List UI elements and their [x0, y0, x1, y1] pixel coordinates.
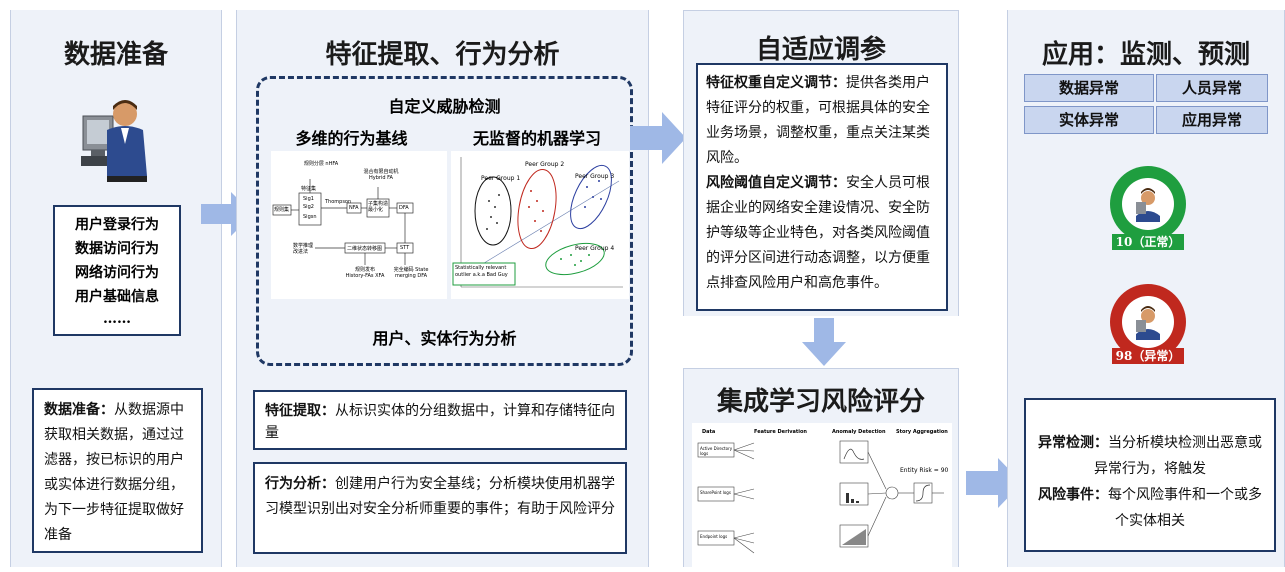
- scatter-group-label: Peer Group 4: [575, 245, 615, 252]
- flow-node-label: 完全编码 State merging DFA: [393, 267, 429, 279]
- detect-bold: 异常检测：: [1038, 435, 1108, 451]
- pipeline-col-header: Feature Derivation: [754, 429, 807, 435]
- flow-node-label: Thompson: [325, 199, 352, 205]
- flow-node-label: 子集构造 最小化: [368, 201, 389, 213]
- data-prep-desc-bold: 数据准备：: [44, 402, 114, 418]
- panel-title-ensemble: 集成学习风险评分: [716, 387, 925, 417]
- panel-ensemble-scoring: 集成学习风险评分 Data: [683, 368, 959, 568]
- panel-title-feature: 特征提取、行为分析: [325, 40, 560, 70]
- flow-node-label: 数学推理 改进法: [293, 243, 314, 255]
- data-prep-desc-box: 数据准备：从数据源中获取相关数据，通过过滤器，按已标识的用户或实体进行数据分组，…: [32, 388, 203, 553]
- panel-data-prep: 数据准备 用户登录行为 数据访问行为 网络访问行为 用户基础信息 …… 数据准备…: [10, 10, 222, 567]
- baseline-flow-diagram: 规则分层 nHFA 特征集 Sig1 Sig2 Sigsn 规则集 Thomps…: [271, 151, 447, 299]
- ueba-label: 用户、实体行为分析: [372, 329, 517, 348]
- scatter-group-label: Peer Group 3: [575, 173, 615, 180]
- flow-node-label: 二维状态转移图: [347, 246, 383, 252]
- feature-bold: 特征提取：: [265, 403, 335, 419]
- threshold-bold: 风险阈值自定义调节：: [706, 175, 846, 191]
- threshold-text: 安全人员可根据企业的网络安全建设情况、安全防护等级等企业特色，对各类风险阈值的评…: [706, 175, 930, 291]
- flow-node-label: 规则分层 nHFA: [303, 161, 339, 167]
- event-bold: 风险事件：: [1038, 487, 1108, 503]
- scatter-group-label: Peer Group 1: [481, 175, 521, 182]
- outlier-note: Statistically relevant outlier a.k.a Bad…: [455, 265, 508, 278]
- panel-title-tuning: 自适应调参: [755, 35, 886, 65]
- event-text: 每个风险事件和一个或多个实体相关: [1108, 487, 1262, 529]
- flow-node-label: STT: [400, 245, 410, 251]
- scatter-group-label: Peer Group 2: [525, 161, 565, 168]
- pipeline-input: SharePoint logs: [700, 490, 731, 495]
- flow-node-label: 规则发布 History-FAs XFA: [345, 267, 385, 279]
- user-computer-icon: [81, 100, 147, 182]
- panel-adaptive-tuning: 自适应调参 特征权重自定义调节：提供各类用户特征评分的权重，可根据具体的安全业务…: [683, 10, 959, 316]
- weight-bold: 特征权重自定义调节：: [706, 75, 846, 91]
- flow-arrow-2: [630, 112, 686, 164]
- anomaly-detection-box: 异常检测：当分析模块检测出恶意或异常行为，将触发 风险事件：每个风险事件和一个或…: [1024, 398, 1276, 552]
- data-prep-desc-text: 从数据源中获取相关数据，通过过滤器，按已标识的用户或实体进行数据分组，为下一步特…: [44, 402, 184, 543]
- feature-text: 从标识实体的分组数据中，计算和存储特征向量: [265, 403, 615, 441]
- pipeline-input: Active Directory logs: [700, 446, 733, 456]
- unsupervised-ml-title: 无监督的机器学习: [472, 129, 601, 148]
- tuning-desc-box: 特征权重自定义调节：提供各类用户特征评分的权重，可根据具体的安全业务场景，调整权…: [696, 63, 948, 311]
- behavior-list-box: 用户登录行为 数据访问行为 网络访问行为 用户基础信息 ……: [53, 205, 181, 336]
- flow-node-label: 规则集: [274, 207, 290, 213]
- flow-node-label: Sig2: [303, 204, 314, 210]
- feature-extraction-box: 特征提取：从标识实体的分组数据中，计算和存储特征向量: [253, 390, 627, 450]
- behavior-bold: 行为分析：: [265, 476, 335, 492]
- normal-score-label: 10（正常）: [1112, 234, 1184, 250]
- panel-application: 应用：监测、预测 数据异常 人员异常 实体异常 应用异常 10（正常） 98（异…: [1007, 10, 1285, 567]
- behavior-list-item: 用户基础信息: [75, 289, 159, 305]
- behavior-list-item: 数据访问行为: [75, 241, 159, 257]
- custom-threat-detection-box: 自定义威胁检测 多维的行为基线 无监督的机器学习: [256, 76, 633, 366]
- tag-app-anomaly: 应用异常: [1156, 106, 1268, 134]
- behavior-list-item: 用户登录行为: [75, 217, 159, 233]
- behavior-list-item: ……: [103, 311, 131, 327]
- flow-node-label: Sig1: [303, 196, 314, 202]
- flow-node-label: Sigsn: [303, 214, 317, 220]
- behavior-text: 创建用户行为安全基线；分析模块使用机器学习模型识别出对安全分析师重要的事件；有助…: [265, 476, 615, 517]
- pipeline-col-header: Story Aggregation: [896, 429, 948, 435]
- behavior-list-item: 网络访问行为: [75, 265, 159, 281]
- abnormal-risk-gauge: [1110, 284, 1186, 360]
- entity-risk-label: Entity Risk = 90: [900, 467, 949, 474]
- peer-group-scatter: Peer Group 1 Peer Group 2 Peer Group 3 P…: [451, 151, 629, 299]
- detect-text: 当分析模块检测出恶意或异常行为，将触发: [1094, 435, 1262, 477]
- flow-node-label: DFA: [399, 205, 409, 211]
- flow-node-label: 特征集: [301, 186, 317, 192]
- abnormal-score-label: 98（异常）: [1112, 348, 1184, 364]
- flow-arrow-down: [802, 318, 846, 366]
- panel-title-data-prep: 数据准备: [63, 40, 168, 70]
- pipeline-col-header: Anomaly Detection: [832, 429, 886, 435]
- tag-entity-anomaly: 实体异常: [1024, 106, 1154, 134]
- flow-node-label: NFA: [349, 205, 359, 211]
- tag-data-anomaly: 数据异常: [1024, 74, 1154, 102]
- behavior-analysis-box: 行为分析：创建用户行为安全基线；分析模块使用机器学习模型识别出对安全分析师重要的…: [253, 462, 627, 554]
- panel-feature-analysis: 特征提取、行为分析 自定义威胁检测 多维的行为基线 无监督的机器学习: [236, 10, 649, 567]
- pipeline-col-header: Data: [702, 429, 716, 435]
- weight-text: 提供各类用户特征评分的权重，可根据具体的安全业务场景，调整权重，重点关注某类风险…: [706, 75, 930, 166]
- panel-title-application: 应用：监测、预测: [1041, 40, 1250, 70]
- dashed-box-title: 自定义威胁检测: [388, 97, 501, 116]
- behavior-baseline-title: 多维的行为基线: [295, 129, 408, 148]
- scatter-svg: [452, 157, 623, 288]
- ensemble-pipeline-diagram: Data Feature Derivation Anomaly Detectio…: [692, 423, 952, 568]
- flow-diagram-svg: [272, 179, 414, 265]
- pipeline-svg: [697, 440, 944, 554]
- flow-node-label: 混合有限自动机 Hybrid FA: [363, 169, 399, 181]
- normal-risk-gauge: [1110, 166, 1186, 242]
- tag-personnel-anomaly: 人员异常: [1156, 74, 1268, 102]
- pipeline-input: Endpoint logs: [700, 534, 728, 539]
